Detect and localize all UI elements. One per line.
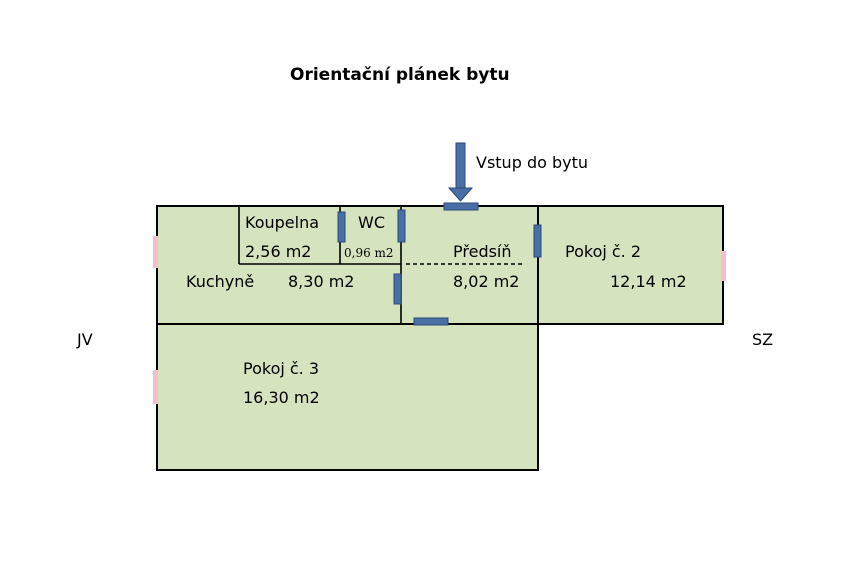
doors <box>337 202 542 326</box>
door-wc <box>397 209 406 243</box>
wc-area: 0,96 m2 <box>344 246 394 260</box>
window-kuchyne <box>153 236 158 268</box>
koupelna-area: 2,56 m2 <box>245 242 311 261</box>
pokoj-2-area: 12,14 m2 <box>610 272 687 291</box>
door-entrance <box>443 202 479 211</box>
predsin-name: Předsíň <box>453 242 512 261</box>
predsin-area: 8,02 m2 <box>453 272 519 291</box>
orientation-left-label: JV <box>76 330 93 349</box>
door-koupelna <box>337 211 346 243</box>
door-kuchyne <box>393 273 402 305</box>
window-pokoj-2 <box>721 251 726 281</box>
room-pokoj-2 <box>537 205 724 325</box>
pokoj-2-name: Pokoj č. 2 <box>565 242 641 261</box>
entrance-label: Vstup do bytu <box>476 153 588 172</box>
kuchyne-name: Kuchyně <box>186 272 254 291</box>
window-pokoj-3 <box>153 370 158 404</box>
windows <box>153 236 726 404</box>
pokoj-3-area: 16,30 m2 <box>243 388 320 407</box>
plan-title: Orientační plánek bytu <box>290 65 510 85</box>
upper-block <box>156 205 539 325</box>
koupelna-name: Koupelna <box>245 213 319 232</box>
room-pokoj-3 <box>156 323 539 471</box>
kuchyne-area: 8,30 m2 <box>288 272 354 291</box>
orientation-right-label: SZ <box>752 330 773 349</box>
pokoj-3-name: Pokoj č. 3 <box>243 359 319 378</box>
wc-name: WC <box>358 213 385 232</box>
door-pokoj-2 <box>533 224 542 258</box>
entrance-arrow-icon <box>447 142 474 202</box>
door-pokoj-3 <box>413 317 449 326</box>
